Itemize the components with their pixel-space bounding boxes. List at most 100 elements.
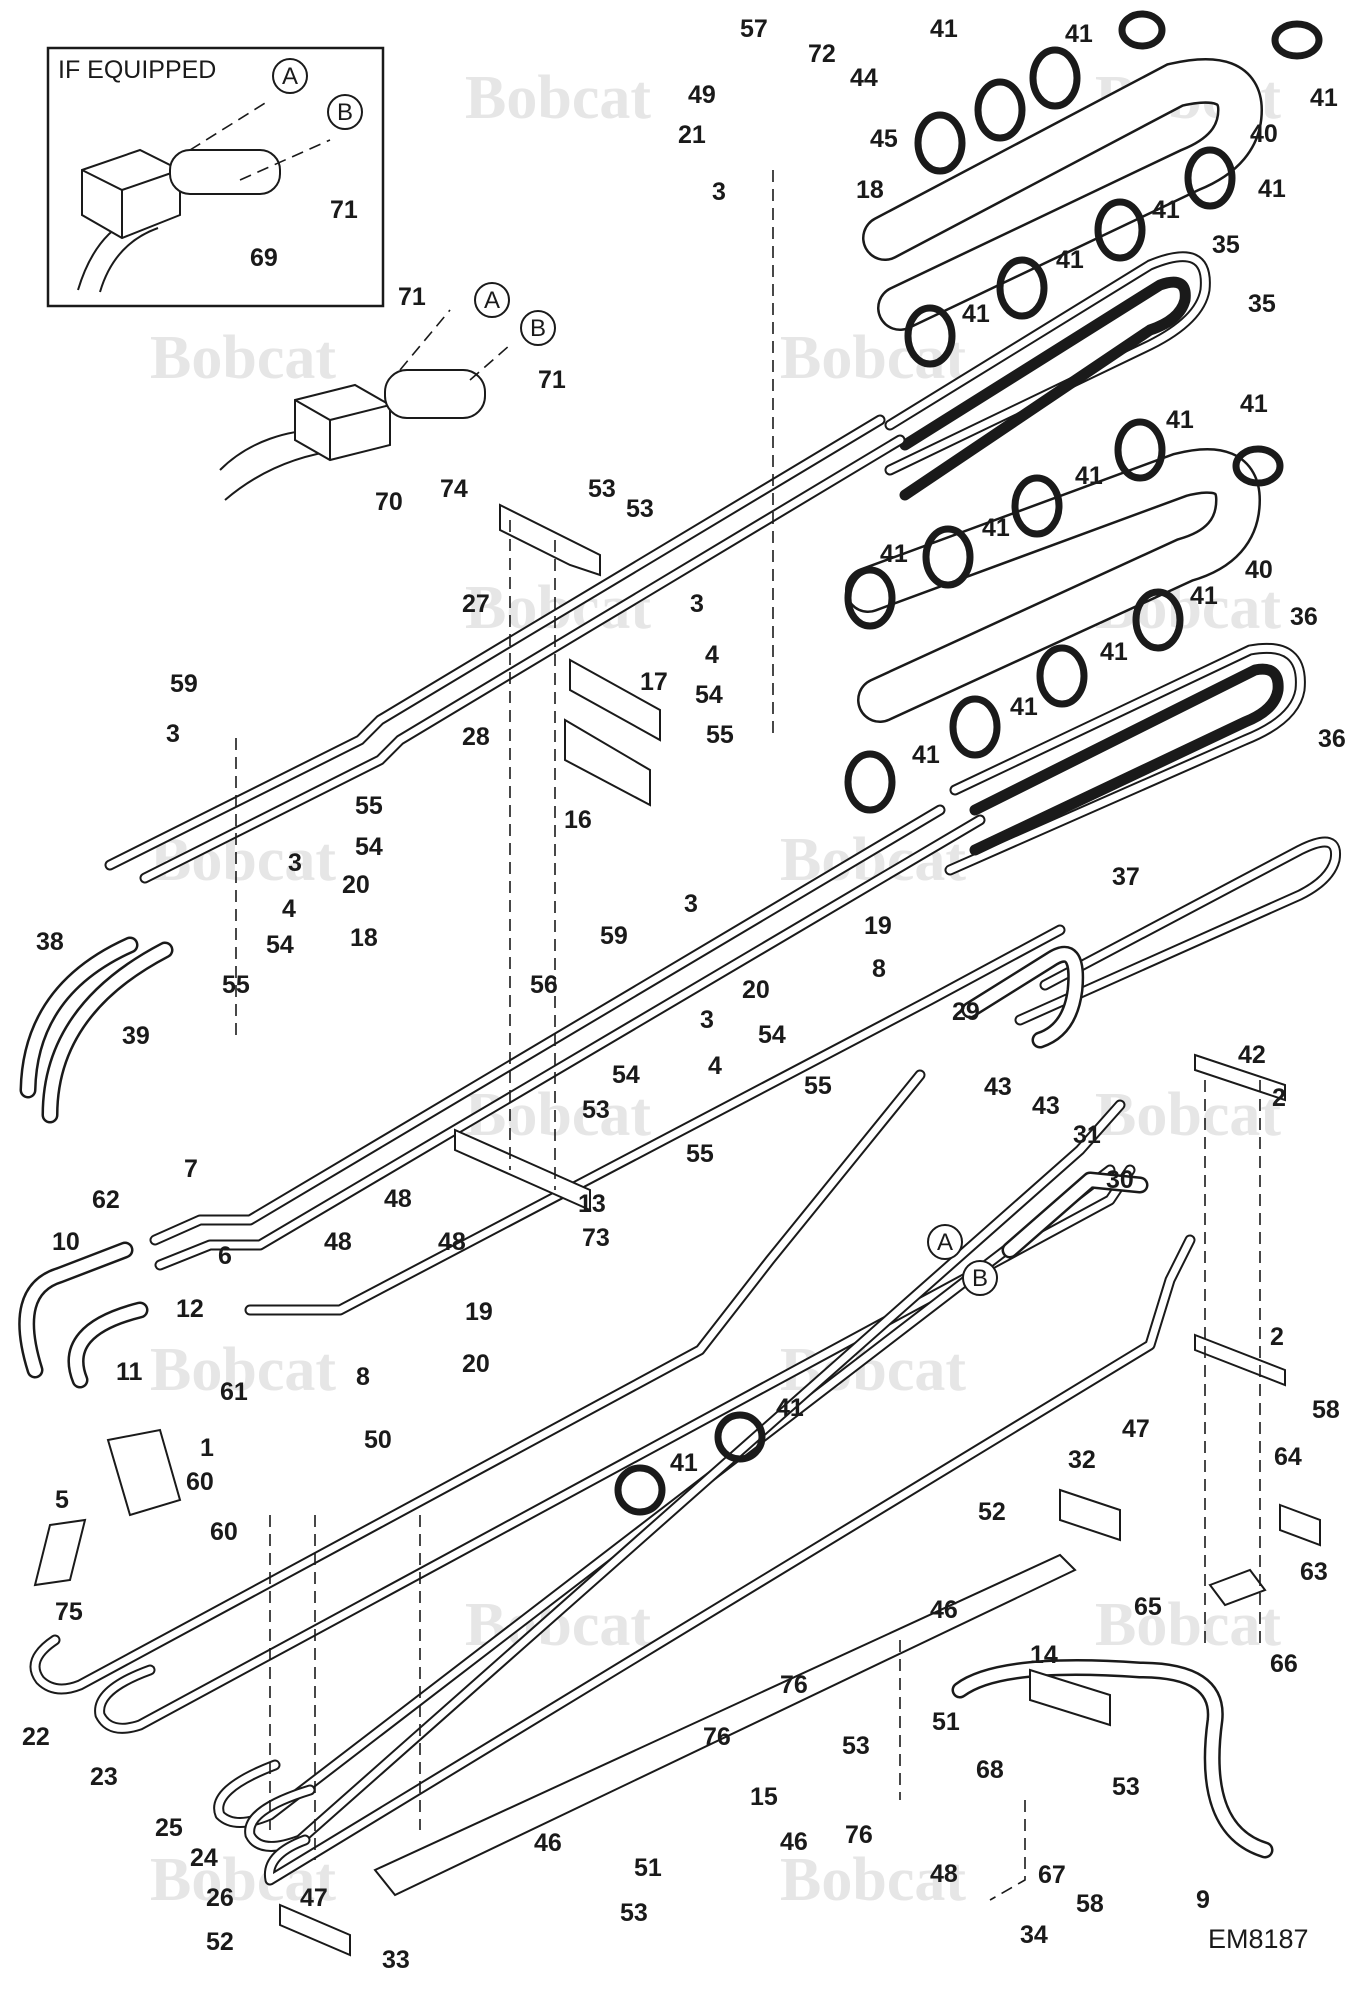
hose-clamp bbox=[1029, 46, 1081, 110]
connector-letter: A bbox=[282, 63, 298, 90]
callout-label: 17 bbox=[640, 668, 668, 696]
callout-label: 36 bbox=[1290, 603, 1318, 631]
callout-label: 62 bbox=[92, 1186, 120, 1214]
callout-label: 27 bbox=[462, 590, 490, 618]
callout-label: 12 bbox=[176, 1295, 204, 1323]
callout-label: 39 bbox=[122, 1022, 150, 1050]
callout-label: 46 bbox=[930, 1596, 958, 1624]
callout-label: 48 bbox=[384, 1185, 412, 1213]
drawing-code: EM8187 bbox=[1208, 1924, 1309, 1954]
valve-assembly-70 bbox=[219, 309, 511, 501]
callout-label: 3 bbox=[712, 178, 726, 206]
lines-29-37 bbox=[244, 836, 1342, 1316]
callout-label: 76 bbox=[703, 1723, 731, 1751]
callout-label: 33 bbox=[382, 1946, 410, 1974]
connector-circle bbox=[927, 1224, 963, 1260]
callout-label: 55 bbox=[355, 792, 383, 820]
lines-6-7 bbox=[149, 804, 986, 1271]
callout-label: 48 bbox=[930, 1860, 958, 1888]
hose-clamp bbox=[904, 304, 956, 368]
callout-label: 55 bbox=[706, 721, 734, 749]
tube-line bbox=[899, 276, 1191, 501]
line-6 bbox=[156, 816, 984, 1269]
callout-label: 40 bbox=[1245, 556, 1273, 584]
tube-line bbox=[886, 253, 1209, 474]
line-26 bbox=[265, 1236, 1194, 1884]
hose-38 bbox=[22, 939, 136, 1096]
callout-label: 44 bbox=[850, 64, 878, 92]
callout-label: 53 bbox=[1112, 1773, 1140, 1801]
hose-clamp bbox=[1271, 20, 1323, 60]
line-7 bbox=[151, 806, 944, 1244]
callout-label: 15 bbox=[750, 1783, 778, 1811]
hose-clamp bbox=[996, 256, 1048, 320]
callout-label: 43 bbox=[984, 1073, 1012, 1101]
callout-label: 59 bbox=[170, 670, 198, 698]
hose-clamp bbox=[1118, 10, 1166, 50]
inset-leader-dash bbox=[189, 99, 331, 181]
callout-label: 10 bbox=[52, 1228, 80, 1256]
callout-label: 52 bbox=[206, 1928, 234, 1956]
callout-label: 51 bbox=[634, 1854, 662, 1882]
hose-clamp bbox=[844, 750, 896, 814]
assembly-dash-lines bbox=[235, 170, 1261, 1901]
callout-label: 61 bbox=[220, 1378, 248, 1406]
bracket-42 bbox=[1194, 1053, 1286, 1102]
hose-clamp bbox=[1184, 146, 1236, 210]
callout-label: 55 bbox=[686, 1140, 714, 1168]
clamps-41 bbox=[614, 10, 1323, 1516]
valve-block bbox=[294, 383, 391, 462]
callout-label: 32 bbox=[1068, 1446, 1096, 1474]
hose-clamp bbox=[714, 1411, 766, 1463]
callout-label: 58 bbox=[1076, 1890, 1104, 1918]
tubes-36 bbox=[944, 642, 1306, 876]
callout-label: 60 bbox=[186, 1468, 214, 1496]
tubes-35 bbox=[884, 251, 1211, 501]
bracket-74 bbox=[499, 503, 601, 577]
callout-label: 40 bbox=[1250, 120, 1278, 148]
line-23 bbox=[96, 1166, 1134, 1732]
callout-label: 37 bbox=[1112, 863, 1140, 891]
callout-label: 41 bbox=[962, 300, 990, 328]
callout-label: 38 bbox=[36, 928, 64, 956]
callout-label: 6 bbox=[218, 1242, 232, 1270]
callout-label: 59 bbox=[600, 922, 628, 950]
callout-label: 11 bbox=[116, 1358, 143, 1386]
callout-label: 9 bbox=[1196, 1886, 1210, 1914]
inset-title: IF EQUIPPED bbox=[58, 56, 216, 84]
lines-24-25-26 bbox=[213, 1099, 1196, 1886]
callout-label: 14 bbox=[1030, 1641, 1058, 1669]
callout-label: 25 bbox=[155, 1814, 183, 1842]
watermark: Bobcat bbox=[465, 1081, 651, 1149]
callout-label: 3 bbox=[288, 849, 302, 877]
callout-label: 71 bbox=[330, 196, 358, 224]
callout-label: 71 bbox=[398, 283, 426, 311]
callout-label: 41 bbox=[776, 1394, 804, 1422]
bracket-73 bbox=[454, 1128, 591, 1212]
callout-label: 28 bbox=[462, 723, 490, 751]
callout-label: 51 bbox=[932, 1708, 960, 1736]
callout-label: 41 bbox=[930, 15, 958, 43]
callout-label: 64 bbox=[1274, 1443, 1302, 1471]
lines-22-23 bbox=[29, 1069, 1136, 1734]
connector-letter: A bbox=[484, 287, 500, 314]
callout-label: 3 bbox=[700, 1006, 714, 1034]
callout-label: 41 bbox=[1190, 582, 1218, 610]
callout-label: 41 bbox=[1240, 390, 1268, 418]
callout-label: 53 bbox=[582, 1096, 610, 1124]
callout-label: 18 bbox=[350, 924, 378, 952]
watermark: Bobcat bbox=[150, 1336, 336, 1404]
leader-dash bbox=[399, 309, 511, 381]
watermark: Bobcat bbox=[465, 64, 651, 132]
tube-40-mid bbox=[845, 447, 1262, 723]
bracket-17 bbox=[569, 658, 661, 742]
callout-label: 75 bbox=[55, 1598, 83, 1626]
callout-label: 42 bbox=[1238, 1041, 1266, 1069]
callout-label: 49 bbox=[688, 81, 716, 109]
callout-label: 8 bbox=[356, 1363, 370, 1391]
dash-line bbox=[989, 1800, 1026, 1901]
callout-label: 67 bbox=[1038, 1861, 1066, 1889]
callout-label: 76 bbox=[780, 1671, 808, 1699]
callout-label: 57 bbox=[740, 15, 768, 43]
